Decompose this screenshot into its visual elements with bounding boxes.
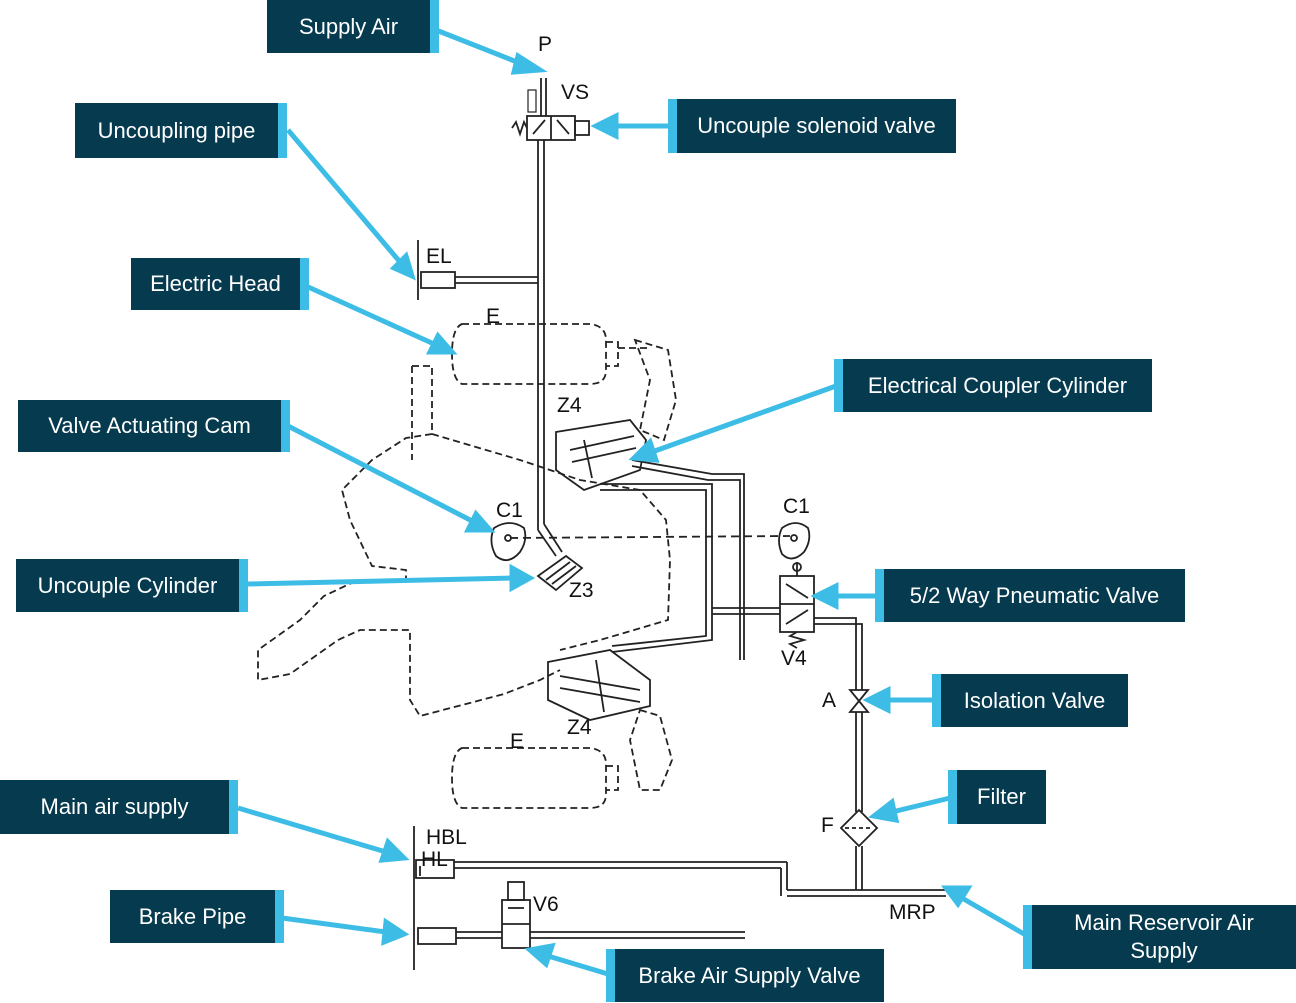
label-a: A — [822, 689, 837, 712]
callout-filter: Filter — [948, 770, 1046, 824]
arrow-electrical-coupler-cylinder — [628, 383, 837, 463]
supply-air-line — [540, 78, 547, 116]
callout-uncouple-cylinder: Uncouple Cylinder — [16, 559, 248, 612]
brake-pipe — [417, 927, 745, 945]
five-two-way-valve-symbol — [779, 562, 815, 649]
coupler-body — [257, 365, 671, 718]
arrow-brake-air-supply-valve — [524, 942, 609, 977]
arrow-uncouple-cylinder — [247, 563, 536, 593]
main-air-supply-pipe — [413, 826, 788, 970]
arrow-main-air-supply — [237, 805, 410, 863]
arrow-main-reservoir — [941, 885, 1026, 937]
label-e-bottom: E — [510, 730, 525, 753]
filter-symbol — [839, 808, 879, 848]
callout-supply-air: Supply Air — [267, 0, 439, 53]
label-z3: Z3 — [569, 579, 594, 602]
label-c1-left: C1 — [496, 499, 523, 522]
arrow-five-two-way-valve — [810, 581, 876, 611]
label-vs: VS — [561, 81, 590, 104]
callout-five-two-way-valve: 5/2 Way Pneumatic Valve — [875, 569, 1185, 622]
arrow-brake-pipe — [281, 915, 410, 946]
electric-head-bottom — [451, 747, 619, 809]
label-v4: V4 — [781, 647, 807, 670]
cam-link — [509, 535, 791, 539]
label-p: P — [538, 33, 553, 56]
label-z4-bottom: Z4 — [567, 716, 592, 739]
arrow-isolation-valve — [862, 685, 934, 715]
label-mrp: MRP — [889, 901, 936, 924]
callout-valve-actuating-cam: Valve Actuating Cam — [18, 400, 290, 452]
callout-main-reservoir-air-supply: Main Reservoir Air Supply — [1023, 905, 1296, 969]
label-c1-right: C1 — [783, 495, 810, 518]
electric-line-bracket — [417, 240, 456, 300]
main-reservoir-pipe — [787, 617, 946, 897]
valve-actuating-cam-left — [490, 522, 527, 562]
callout-main-air-supply: Main air supply — [0, 780, 238, 834]
arrow-valve-actuating-cam — [286, 423, 496, 533]
callout-electric-head: Electric Head — [131, 258, 309, 310]
arrow-uncoupling-pipe — [286, 128, 416, 281]
uncouple-cylinder-symbol — [536, 554, 584, 592]
uncoupling-pipe — [455, 140, 563, 557]
callout-uncouple-solenoid-valve: Uncouple solenoid valve — [668, 99, 956, 153]
arrow-supply-air — [435, 27, 548, 75]
label-hbl: HBL — [426, 826, 467, 849]
isolation-valve-symbol — [848, 689, 870, 713]
uncouple-solenoid-valve-symbol — [511, 89, 590, 141]
label-hl: HL — [421, 848, 448, 871]
callout-electrical-coupler-cylinder: Electrical Coupler Cylinder — [834, 359, 1152, 412]
valve-actuating-cam-right — [778, 522, 811, 560]
callout-brake-air-supply-valve: Brake Air Supply Valve — [606, 949, 884, 1002]
label-v6: V6 — [533, 893, 559, 916]
callout-uncoupling-pipe: Uncoupling pipe — [75, 103, 287, 158]
arrow-electric-head — [304, 283, 458, 355]
label-f: F — [821, 814, 834, 837]
coupler-air-pipes — [600, 459, 780, 660]
arrow-uncouple-solenoid — [590, 111, 668, 141]
electric-head-top — [451, 323, 677, 442]
callout-brake-pipe: Brake Pipe — [110, 890, 284, 943]
electrical-coupler-cylinder-lower — [547, 649, 673, 791]
label-z4-top: Z4 — [557, 394, 582, 417]
label-el: EL — [426, 245, 452, 268]
brake-air-supply-valve-symbol — [501, 881, 531, 949]
electrical-coupler-cylinder-upper — [555, 419, 647, 492]
arrow-filter — [868, 795, 951, 824]
label-e-top: E — [486, 305, 501, 328]
callout-isolation-valve: Isolation Valve — [932, 674, 1128, 727]
